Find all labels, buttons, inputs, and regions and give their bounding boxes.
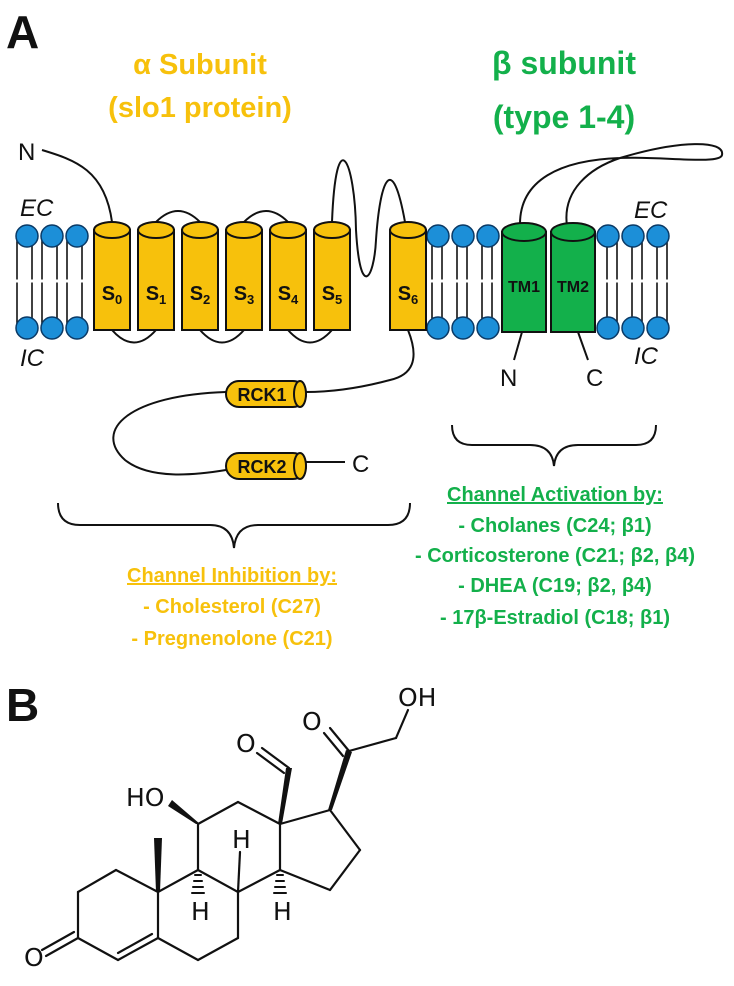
lipid-head bbox=[646, 316, 670, 340]
lipid-heads bbox=[15, 224, 670, 340]
lipid-head bbox=[65, 316, 89, 340]
alpha-loops bbox=[41, 143, 724, 476]
ic-left-label: IC bbox=[20, 345, 45, 372]
atom-h-c14: H bbox=[273, 897, 292, 926]
segment-s1: S1 bbox=[137, 221, 175, 331]
inhibition-item: - Pregnenolone (C21) bbox=[131, 628, 332, 650]
lipid-head bbox=[40, 316, 64, 340]
activation-item: - 17β-Estradiol (C18; β1) bbox=[440, 607, 670, 629]
atom-oh-top: OH bbox=[398, 683, 436, 712]
inhibition-brace bbox=[57, 502, 411, 549]
segment-sub: 4 bbox=[291, 292, 299, 307]
segment-s3: S3 bbox=[225, 221, 263, 331]
atom-ho: HO bbox=[126, 783, 164, 812]
svg-text:S5: S5 bbox=[322, 283, 343, 307]
segment-sub: 5 bbox=[335, 292, 342, 307]
segment-sub: 3 bbox=[247, 292, 254, 307]
lipid-head bbox=[426, 224, 450, 248]
alpha-segments: S0 S1 S2 S3 S4 S5 S6 bbox=[93, 221, 427, 331]
beta-tails bbox=[513, 331, 589, 361]
alpha-c-terminus: C bbox=[352, 451, 369, 478]
segment-label: S bbox=[398, 283, 411, 305]
activation-title: Channel Activation by: bbox=[447, 484, 663, 506]
lipid-head bbox=[476, 316, 500, 340]
segment-label: S bbox=[278, 283, 291, 305]
lipid-head bbox=[15, 224, 39, 248]
svg-text:S6: S6 bbox=[398, 283, 419, 307]
alpha-title-line1: α Subunit bbox=[133, 49, 267, 81]
beta-title-line2: (type 1-4) bbox=[493, 99, 635, 135]
segment-tm1: TM1 bbox=[501, 222, 547, 333]
activation-brace bbox=[451, 424, 657, 467]
lipid-head bbox=[596, 224, 620, 248]
segment-label: S bbox=[102, 283, 115, 305]
rck2-label: RCK2 bbox=[237, 457, 286, 477]
svg-text:S0: S0 bbox=[102, 283, 123, 307]
corticosterone-aldehyde-structure bbox=[40, 708, 410, 962]
svg-text:S3: S3 bbox=[234, 283, 255, 307]
segment-sub: 0 bbox=[115, 292, 122, 307]
inhibition-item: - Cholesterol (C27) bbox=[143, 596, 321, 618]
panel-b-label: B bbox=[6, 679, 39, 731]
lipid-head bbox=[621, 224, 645, 248]
segment-s6: S6 bbox=[389, 221, 427, 331]
svg-text:S2: S2 bbox=[190, 283, 211, 307]
segment-s4: S4 bbox=[269, 221, 307, 331]
segment-s5: S5 bbox=[313, 221, 351, 331]
lipid-head bbox=[40, 224, 64, 248]
atom-h-c8: H bbox=[232, 825, 251, 854]
inhibition-title: Channel Inhibition by: bbox=[127, 565, 337, 587]
panel-a-label: A bbox=[6, 6, 39, 58]
atom-o-ketone: O bbox=[302, 707, 322, 736]
lipid-head bbox=[451, 224, 475, 248]
activation-block: Channel Activation by: - Cholanes (C24; … bbox=[415, 484, 695, 629]
svg-text:S4: S4 bbox=[278, 283, 299, 307]
lipid-head bbox=[646, 224, 670, 248]
atom-o-aldehyde: O bbox=[236, 729, 256, 758]
activation-item: - Corticosterone (C21; β2, β4) bbox=[415, 545, 695, 567]
beta-c-terminus: C bbox=[586, 365, 603, 392]
atom-h-c9: H bbox=[191, 897, 210, 926]
segment-label: S bbox=[322, 283, 335, 305]
tm1-label: TM1 bbox=[508, 279, 540, 296]
lipid-head bbox=[65, 224, 89, 248]
atom-o-left: O bbox=[24, 943, 44, 972]
rck1-label: RCK1 bbox=[237, 385, 286, 405]
inhibition-block: Channel Inhibition by: - Cholesterol (C2… bbox=[127, 565, 337, 650]
segment-sub: 6 bbox=[411, 292, 418, 307]
lipid-head bbox=[596, 316, 620, 340]
ic-right-label: IC bbox=[634, 343, 659, 370]
beta-title-line1: β subunit bbox=[492, 45, 636, 81]
ec-left-label: EC bbox=[20, 195, 54, 222]
lipid-head bbox=[451, 316, 475, 340]
ec-right-label: EC bbox=[634, 197, 668, 224]
svg-text:S1: S1 bbox=[146, 283, 167, 307]
segment-s2: S2 bbox=[181, 221, 219, 331]
segment-sub: 2 bbox=[203, 292, 210, 307]
rck1-domain: RCK1 bbox=[225, 380, 307, 408]
lipid-head bbox=[426, 316, 450, 340]
tm2-label: TM2 bbox=[557, 279, 589, 296]
activation-item: - DHEA (C19; β2, β4) bbox=[458, 575, 652, 597]
beta-n-terminus: N bbox=[500, 365, 517, 392]
lipid-bilayer bbox=[15, 224, 671, 340]
lipid-head bbox=[15, 316, 39, 340]
segment-label: S bbox=[234, 283, 247, 305]
segment-label: S bbox=[146, 283, 159, 305]
segment-sub: 1 bbox=[159, 292, 166, 307]
alpha-title-line2: (slo1 protein) bbox=[108, 92, 292, 124]
alpha-n-terminus: N bbox=[18, 139, 35, 166]
segment-s0: S0 bbox=[93, 221, 131, 331]
lipid-head bbox=[621, 316, 645, 340]
rck2-domain: RCK2 bbox=[225, 452, 307, 480]
lipid-head bbox=[476, 224, 500, 248]
segment-tm2: TM2 bbox=[550, 222, 596, 333]
segment-label: S bbox=[190, 283, 203, 305]
activation-item: - Cholanes (C24; β1) bbox=[458, 515, 651, 537]
